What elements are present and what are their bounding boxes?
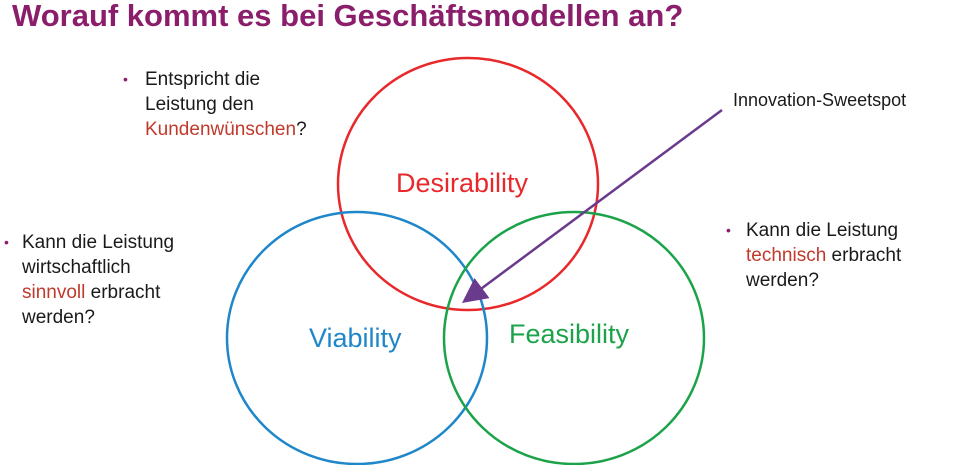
- viability-label: Viability: [309, 323, 402, 353]
- page-title: Worauf kommt es bei Geschäftsmodellen an…: [12, 0, 684, 33]
- desirability-note-line-2: Leistung den: [145, 94, 254, 115]
- viability-note-line-4: werden?: [22, 307, 95, 328]
- desirability-note-highlight: Kundenwünschen: [145, 119, 297, 140]
- viability-note-line-3: sinnvoll erbracht: [22, 280, 174, 305]
- viability-circle: [225, 210, 489, 465]
- feasibility-circle: [442, 210, 706, 465]
- sweetspot-callout: Innovation-Sweetspot: [733, 90, 907, 110]
- feasibility-note-highlight: technisch: [746, 245, 827, 266]
- feasibility-note-line-2: technisch erbracht: [746, 243, 901, 268]
- desirability-label: Desirability: [396, 168, 529, 198]
- desirability-note-line-3: Kundenwünschen?: [145, 117, 307, 142]
- desirability-note-after: ?: [296, 119, 307, 140]
- sweetspot-arrow: [461, 108, 723, 303]
- desirability-circle: [336, 56, 600, 312]
- feasibility-note-line-1: Kann die Leistung: [746, 220, 899, 241]
- feasibility-note-line-3: werden?: [746, 270, 819, 291]
- desirability-note-line-1: Entspricht die: [145, 69, 261, 90]
- bullet-icon: •: [123, 71, 128, 87]
- viability-note: • Kann die Leistung wirtschaftlich sinnv…: [4, 230, 175, 330]
- desirability-note: • Entspricht die Leistung den Kundenwüns…: [123, 67, 307, 142]
- viability-note-after: erbracht: [85, 282, 161, 303]
- bullet-icon: •: [4, 234, 9, 250]
- viability-note-highlight: sinnvoll: [22, 282, 86, 303]
- bullet-icon: •: [726, 222, 731, 238]
- feasibility-note: • Kann die Leistung technisch erbracht w…: [726, 218, 901, 293]
- viability-note-line-1: Kann die Leistung: [22, 232, 175, 253]
- feasibility-label: Feasibility: [509, 319, 630, 349]
- feasibility-note-after: erbracht: [826, 245, 902, 266]
- viability-note-line-2: wirtschaftlich: [22, 257, 131, 278]
